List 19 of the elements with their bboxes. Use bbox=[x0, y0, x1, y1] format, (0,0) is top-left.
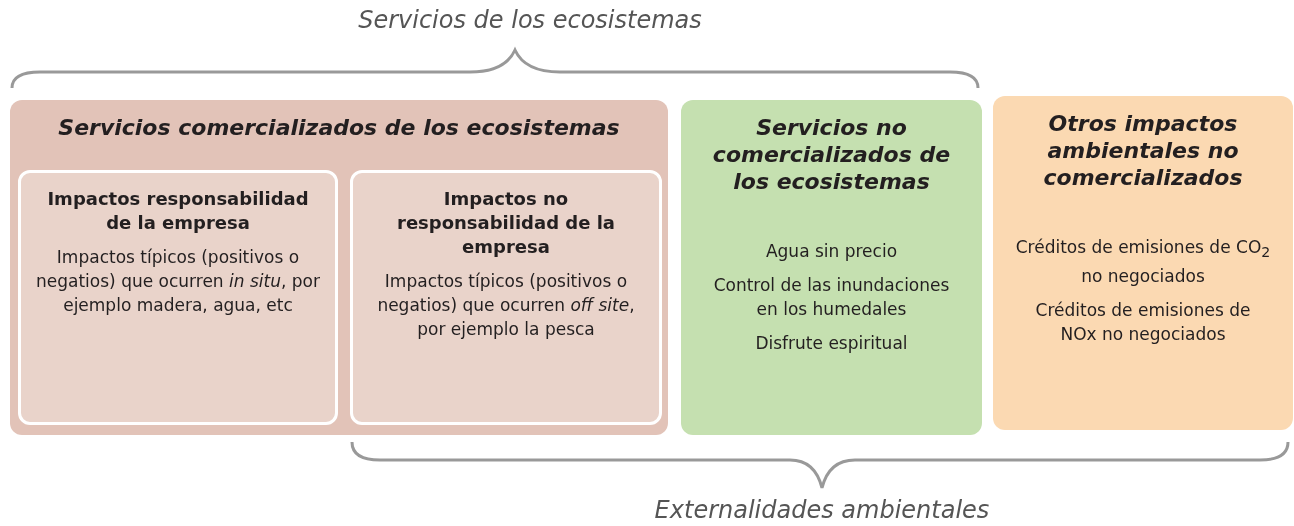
brace-label: Externalidades ambientales bbox=[654, 496, 990, 524]
heading: Otros impactos ambientales no comercializados bbox=[1042, 110, 1244, 191]
brace-label: Servicios de los ecosistemas bbox=[358, 6, 702, 34]
category-panel bbox=[10, 100, 668, 435]
heading: Servicios comercializados de los ecosistemas bbox=[58, 114, 620, 141]
heading: Impactos no responsabilidad de la empresa bbox=[396, 187, 616, 259]
description: Impactos típicos (positivos o negatios) que ocurren off site, por ejemplo la pesca bbox=[376, 270, 636, 341]
description: Agua sin precio bbox=[765, 240, 898, 263]
description: Disfrute espiritual bbox=[755, 332, 908, 355]
category-panel bbox=[993, 96, 1293, 430]
description: Créditos de emisiones de CO$_{2}$ no negociados bbox=[1015, 236, 1271, 289]
heading: Servicios no comercializados de los ecosistemas bbox=[711, 114, 952, 195]
description: Créditos de emisiones de NOx no negociados bbox=[1034, 299, 1252, 347]
description: Control de las inundaciones en los humedales bbox=[712, 274, 951, 321]
category-card bbox=[18, 170, 338, 425]
heading: Impactos responsabilidad de la empresa bbox=[46, 187, 310, 235]
description: Impactos típicos (positivos o negatios) que ocurren in situ, por ejemplo madera, agua, etc bbox=[35, 246, 321, 317]
category-card bbox=[350, 170, 662, 425]
category-panel bbox=[681, 100, 982, 435]
